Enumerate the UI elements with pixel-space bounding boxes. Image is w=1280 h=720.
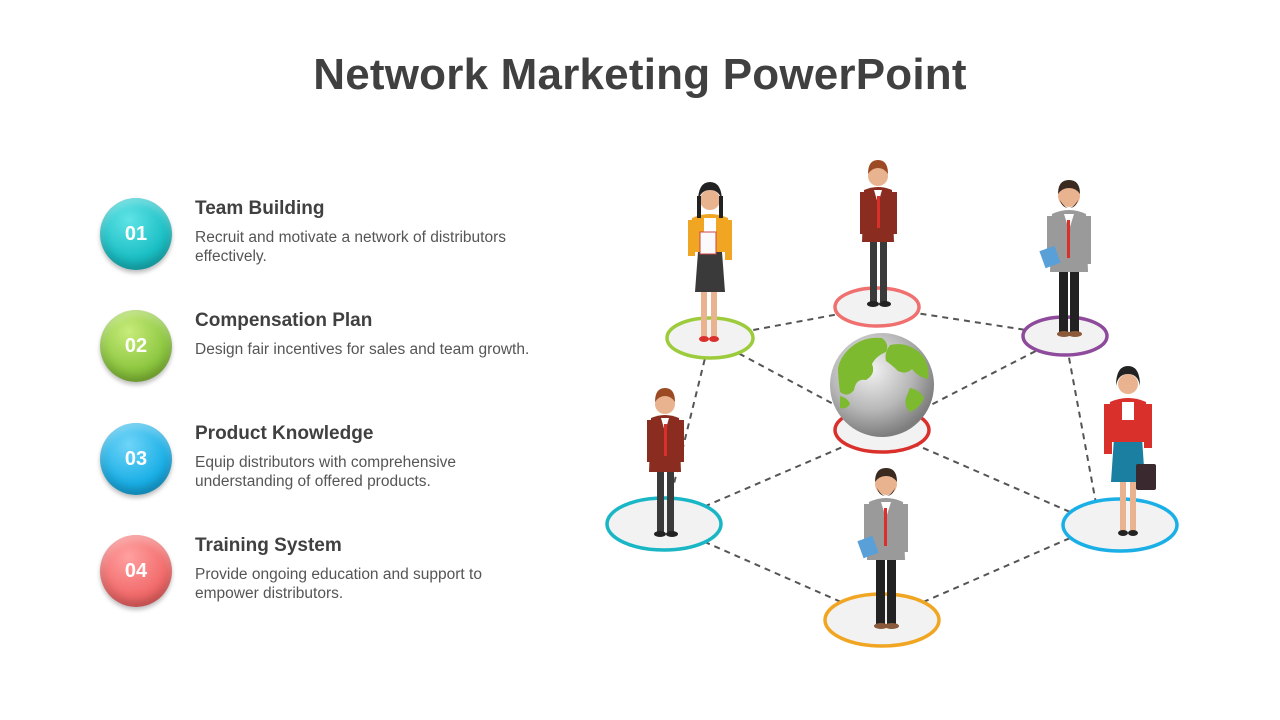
number-badge: 03 [100,423,172,495]
number-badge: 02 [100,310,172,382]
number-badge: 01 [100,198,172,270]
man-brown-suit-figure [860,160,897,307]
man-grey-suit-figure [857,468,908,629]
item-title: Team Building [195,198,325,219]
item-description: Provide ongoing education and support to… [195,566,482,602]
woman-yellow-jacket-figure [688,182,732,342]
item-title: Training System [195,535,342,556]
list-item-compensation-plan: 02 Compensation Plan Design fair incenti… [100,310,550,390]
woman-red-jacket-figure [1104,366,1156,536]
man-grey-suit-figure [1039,180,1091,337]
item-title: Product Knowledge [195,423,374,444]
item-description: Design fair incentives for sales and tea… [195,341,530,358]
list-item-training-system: 04 Training System Provide ongoing educa… [100,535,550,615]
item-description: Equip distributors with comprehensive un… [195,454,457,490]
item-title: Compensation Plan [195,310,373,331]
page-title: Network Marketing PowerPoint [313,50,967,99]
list-item-team-building: 01 Team Building Recruit and motivate a … [100,198,550,278]
item-description: Recruit and motivate a network of distri… [195,229,506,265]
man-brown-suit-figure [647,388,684,537]
network-diagram [605,160,1179,648]
list-item-product-knowledge: 03 Product Knowledge Equip distributors … [100,423,550,503]
number-badge: 04 [100,535,172,607]
globe-icon [830,333,934,437]
